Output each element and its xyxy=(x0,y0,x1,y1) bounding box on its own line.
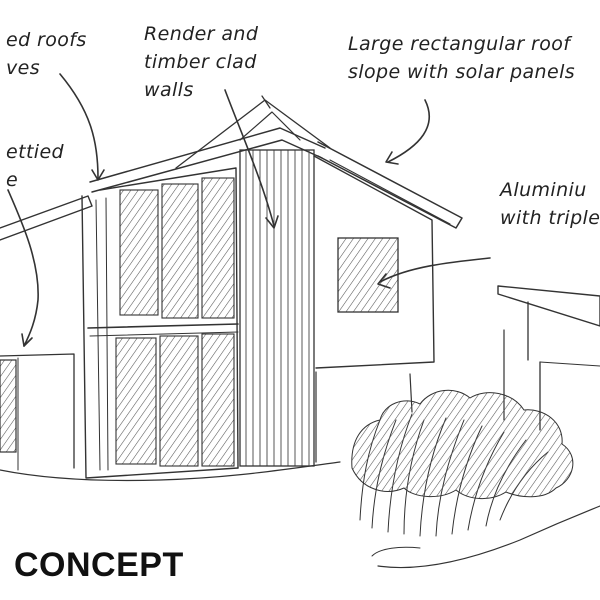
arrow-jettied xyxy=(7,189,39,347)
glazing-panel xyxy=(159,335,199,467)
label-roof-slope: Large rectangular roof slope with solar … xyxy=(348,33,576,83)
glazing-panel xyxy=(201,333,235,467)
arrow-render xyxy=(224,89,275,227)
glazing-panel xyxy=(119,189,159,316)
label-render-timber: Render and timber clad walls xyxy=(144,23,259,101)
label-jettied: ettied e xyxy=(6,141,65,191)
ground xyxy=(0,461,600,569)
render-wall xyxy=(313,155,435,463)
arrow-roofs xyxy=(59,73,99,179)
concept-title: CONCEPT xyxy=(14,546,184,584)
glazing-panel xyxy=(161,183,199,319)
label-aluminium: Aluminiu with triple xyxy=(500,179,600,229)
label-roofs: ed roofs ves xyxy=(6,29,87,79)
triple-glazed-window xyxy=(337,237,399,313)
glazing-panel xyxy=(115,337,157,465)
glazed-front-block xyxy=(81,167,239,479)
annotation-arrows xyxy=(7,73,491,347)
bamboo-planting xyxy=(351,389,574,537)
timber-clad-wall xyxy=(239,149,315,467)
arrow-aluminium xyxy=(379,257,491,283)
left-wing xyxy=(0,195,93,471)
arrow-roof-slope xyxy=(387,99,431,163)
glazing-panel xyxy=(201,177,235,319)
solar-roof-slope xyxy=(317,141,463,229)
